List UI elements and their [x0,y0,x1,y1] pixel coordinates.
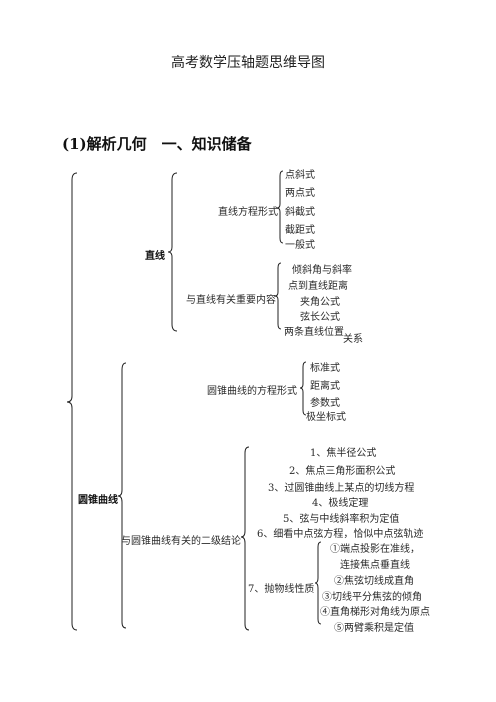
parabola-brace [314,541,322,625]
line-brace [167,172,178,332]
leaf-line-related-5-suffix: 关系 [343,334,363,345]
conic-forms-brace [299,361,307,416]
node-line-equation-forms: 直线方程形式 [218,207,278,218]
leaf-line-related-4: 弦长公式 [300,312,340,323]
node-line-related-content: 与直线有关重要内容 [186,295,276,306]
leaf-line-form-1: 点斜式 [285,170,315,181]
leaf-line-related-1: 倾斜角与斜率 [292,265,352,276]
leaf-conclusion-2: 2、焦点三角形面积公式 [289,466,396,477]
leaf-conic-form-4: 极坐标式 [306,412,346,423]
node-parabola-properties: 7、抛物线性质 [248,584,315,595]
leaf-conclusion-4: 4、极线定理 [312,498,369,509]
leaf-parabola-2: ②焦弦切线成直角 [334,576,414,587]
leaf-line-related-2: 点到直线距离 [288,281,348,292]
conic-brace [117,362,127,629]
leaf-line-form-3: 斜截式 [285,207,315,218]
root-brace [66,172,78,631]
page-title: 高考数学压轴题思维导图 [171,55,325,71]
conclusions-brace [240,446,250,631]
leaf-conclusion-3: 3、过圆锥曲线上某点的切线方程 [268,483,415,494]
node-conic-equation-forms: 圆锥曲线的方程形式 [207,386,297,397]
node-line: 直线 [145,251,165,262]
leaf-parabola-3: ③切线平分焦弦的倾角 [322,592,422,603]
leaf-line-form-2: 两点式 [285,188,315,199]
leaf-conclusion-5: 5、弦与中线斜率积为定值 [283,514,400,525]
leaf-parabola-1: ①端点投影在准线， [330,544,420,555]
leaf-conclusion-1: 1、焦半径公式 [310,448,377,459]
leaf-parabola-4: ④直角梯形对角线为原点 [320,607,430,618]
leaf-line-related-5: 两条直线位置 [284,327,344,338]
leaf-line-form-5: 一般式 [285,240,315,251]
section-heading: (1)解析几何 一、知识储备 [62,135,252,153]
leaf-line-related-3: 夹角公式 [300,297,340,308]
node-conic: 圆锥曲线 [78,495,118,506]
line-forms-brace [276,170,284,244]
leaf-line-form-4: 截距式 [285,225,315,236]
node-conic-conclusions: 与圆锥曲线有关的二级结论 [121,536,241,547]
leaf-parabola-1-cont: 连接焦点垂直线 [340,560,410,571]
leaf-conic-form-1: 标准式 [310,363,340,374]
leaf-conic-form-3: 参数式 [310,398,340,409]
leaf-conic-form-2: 距离式 [310,381,340,392]
line-related-brace [274,262,282,330]
leaf-conclusion-6: 6、细看中点弦方程，恰似中点弦轨迹 [257,529,424,540]
leaf-parabola-5: ⑤两臂乘积是定值 [334,623,414,634]
